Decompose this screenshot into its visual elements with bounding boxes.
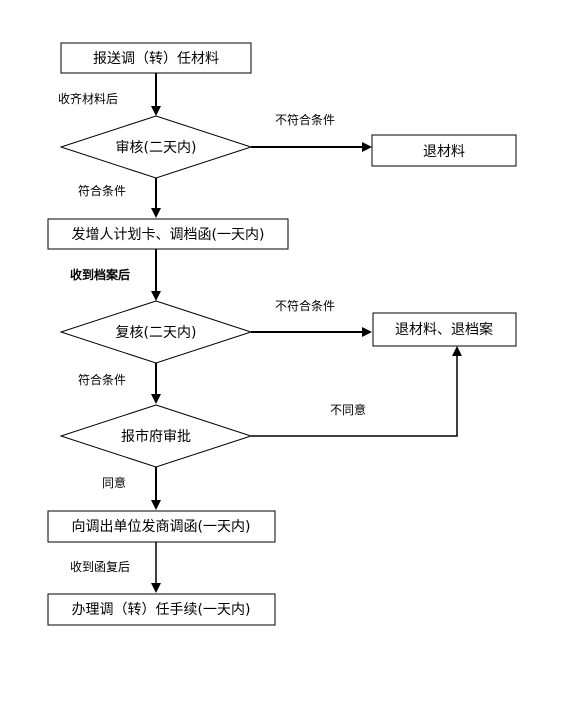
edge-label-not-qualified-1: 不符合条件 <box>275 112 335 127</box>
edge-label-disagree: 不同意 <box>330 402 366 417</box>
node-process: 办理调（转）任手续(一天内) <box>47 593 276 626</box>
edge-label-not-qualified-2: 不符合条件 <box>275 298 335 313</box>
node-review-label: 审核(二天内) <box>116 140 197 156</box>
node-return-materials-file-label: 退材料、退档案 <box>395 321 493 338</box>
node-process-label: 办理调（转）任手续(一天内) <box>72 601 251 618</box>
edge-label-qualified-2: 符合条件 <box>78 372 126 387</box>
edge-label-after-collect: 收齐材料后 <box>58 91 118 106</box>
edge-approval-return <box>251 346 462 437</box>
node-recheck-label: 复核(二天内) <box>116 324 197 341</box>
node-city-approval-label: 报市府审批 <box>121 428 191 445</box>
node-issue-card: 发增人计划卡、调档函(一天内) <box>47 218 289 250</box>
node-submit-label: 报送调（转）任材料 <box>93 51 219 67</box>
node-send-letter: 向调出单位发商调函(一天内) <box>47 510 276 543</box>
node-issue-card-label: 发增人计划卡、调档函(一天内) <box>72 227 265 243</box>
node-recheck: 复核(二天内) <box>59 300 253 364</box>
edge-label-agree: 同意 <box>102 475 126 490</box>
node-send-letter-label: 向调出单位发商调函(一天内) <box>72 519 251 535</box>
node-review: 审核(二天内) <box>59 115 253 179</box>
edge-label-after-reply: 收到函复后 <box>70 560 130 574</box>
edge-label-after-file: 收到档案后 <box>70 267 130 282</box>
node-return-materials: 退材料 <box>371 134 517 167</box>
node-city-approval: 报市府审批 <box>59 404 253 468</box>
node-submit-materials: 报送调（转）任材料 <box>60 42 252 74</box>
edge-label-qualified-1: 符合条件 <box>78 183 126 198</box>
node-return-materials-label: 退材料 <box>423 144 465 160</box>
node-return-materials-file: 退材料、退档案 <box>372 312 517 347</box>
